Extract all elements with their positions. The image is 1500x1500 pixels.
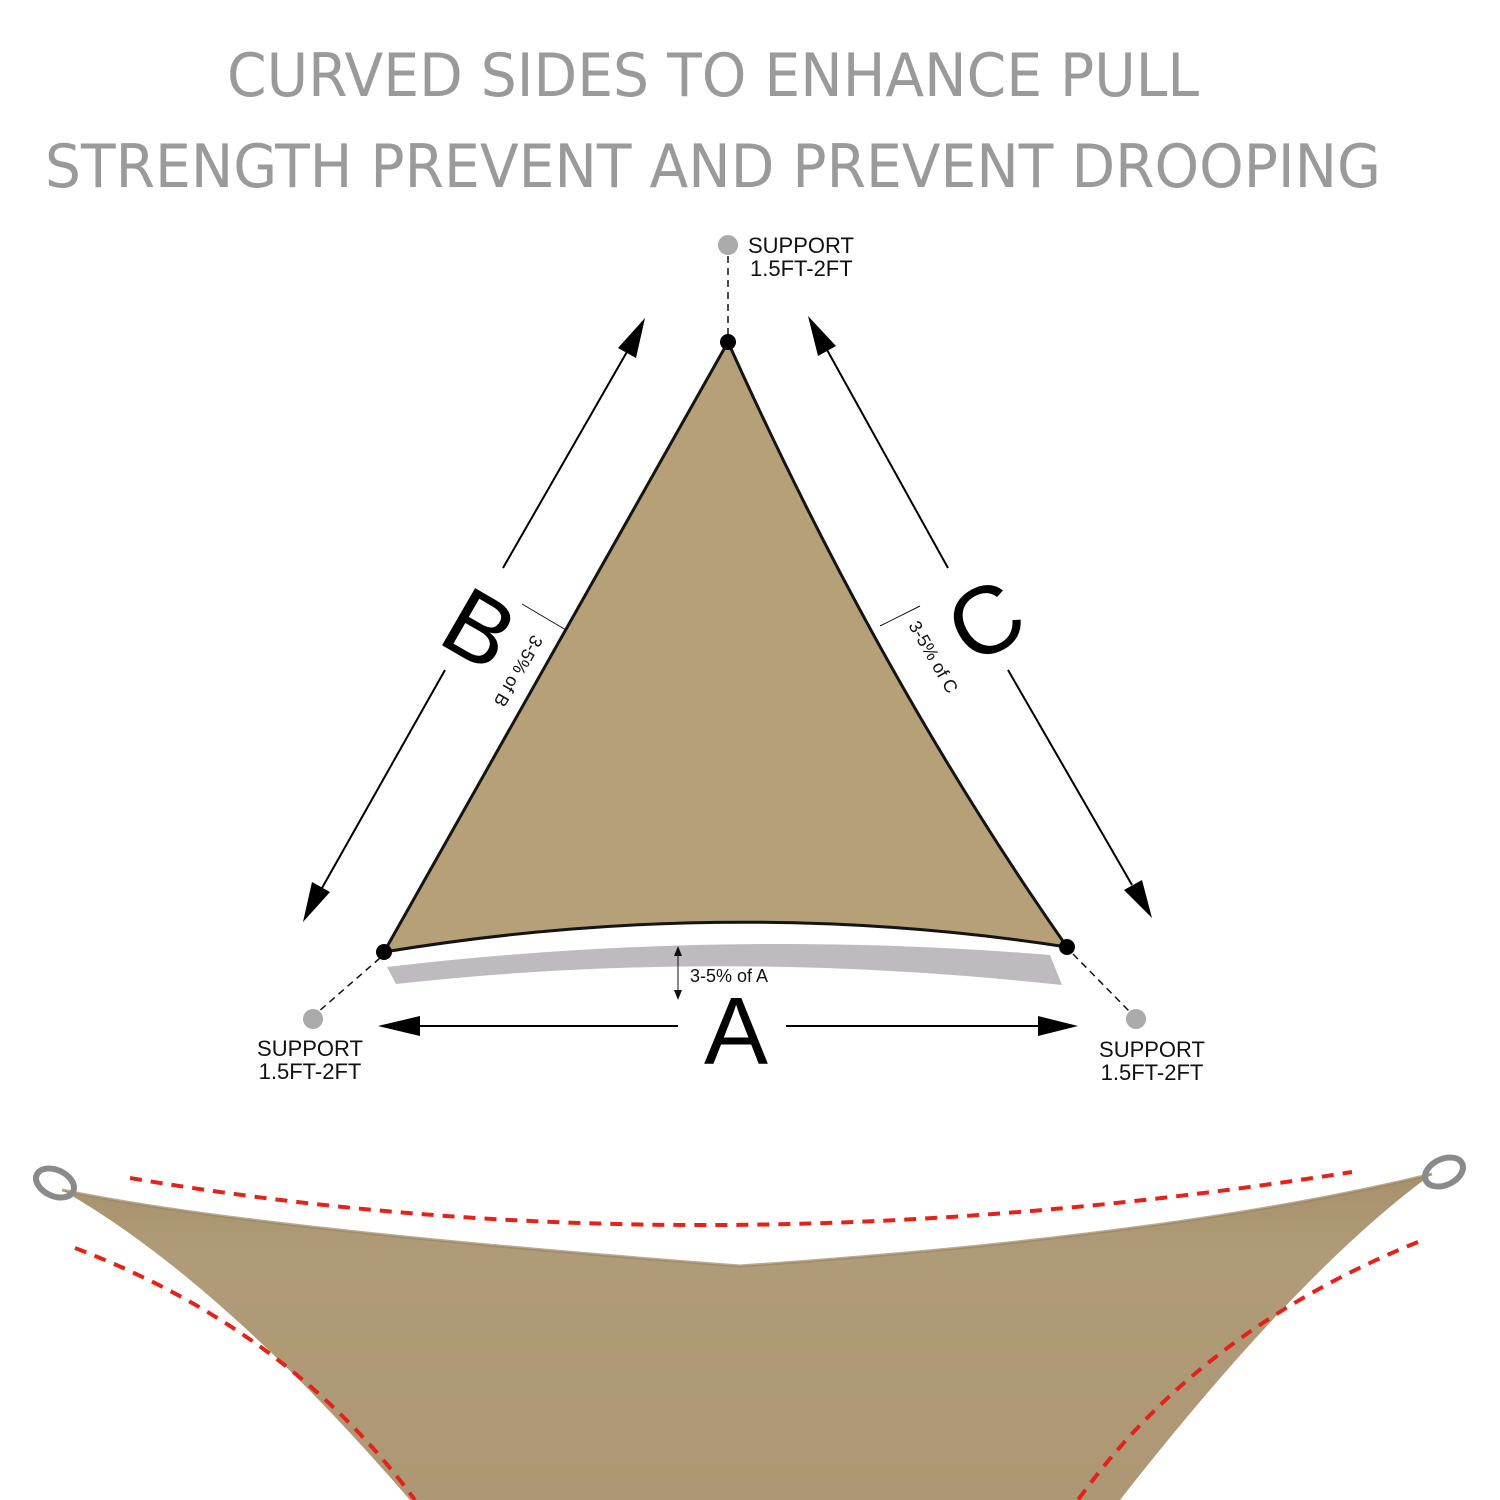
sail-photo	[33, 1154, 1466, 1500]
headline-line-1: CURVED SIDES TO ENHANCE PULL	[227, 41, 1200, 111]
side-c-curve-marker	[879, 605, 921, 627]
side-b-arrow-lower-line	[321, 669, 446, 889]
side-a-letter: A	[704, 978, 768, 1085]
side-c-arrow-lower-line	[1007, 669, 1133, 886]
side-c-arrowhead-lower	[1124, 880, 1152, 918]
side-a-arrowhead-right	[1038, 1016, 1078, 1036]
corner-top-ring	[720, 334, 736, 350]
support-right-label-1: SUPPORT	[1099, 1037, 1205, 1062]
headline-line-2: STRENGTH PREVENT AND PREVENT DROOPING	[45, 132, 1381, 202]
support-top-label-2: 1.5FT-2FT	[750, 256, 853, 281]
side-b-arrowhead-upper	[618, 318, 645, 358]
support-left-dot	[303, 1009, 323, 1029]
corner-left-ring	[376, 944, 392, 960]
side-a-curve-marker-top	[674, 946, 682, 956]
side-c-arrowhead-upper	[808, 316, 836, 356]
guide-left-dashed	[74, 1246, 417, 1500]
support-left-line	[317, 957, 381, 1013]
sail-photo-hem	[61, 1172, 1433, 1268]
side-b-curve-marker	[521, 603, 567, 631]
side-a-curve-label: 3-5% of A	[690, 966, 768, 986]
side-b-arrowhead-lower	[303, 882, 330, 922]
triangle-sail	[381, 338, 1071, 954]
support-right-line	[1072, 953, 1131, 1013]
support-left-label-1: SUPPORT	[257, 1036, 363, 1061]
support-top-dot	[718, 235, 738, 255]
guide-upper-dashed	[129, 1170, 1353, 1228]
side-a-curve-marker-bottom	[674, 990, 682, 1000]
support-top-label-1: SUPPORT	[748, 233, 854, 258]
d-ring-right-icon	[1422, 1154, 1466, 1190]
corner-right-ring	[1059, 939, 1075, 955]
side-a-shadow	[387, 943, 1062, 985]
side-c-arrow-upper-line	[825, 347, 949, 569]
support-right-label-2: 1.5FT-2FT	[1101, 1060, 1204, 1085]
side-b-arrow-upper-line	[502, 349, 629, 569]
sail-photo-fabric	[62, 1174, 1432, 1500]
support-right-dot	[1126, 1009, 1146, 1029]
support-left-label-2: 1.5FT-2FT	[259, 1059, 362, 1084]
side-a-arrowhead-left	[378, 1016, 420, 1036]
d-ring-left-icon	[33, 1165, 77, 1201]
